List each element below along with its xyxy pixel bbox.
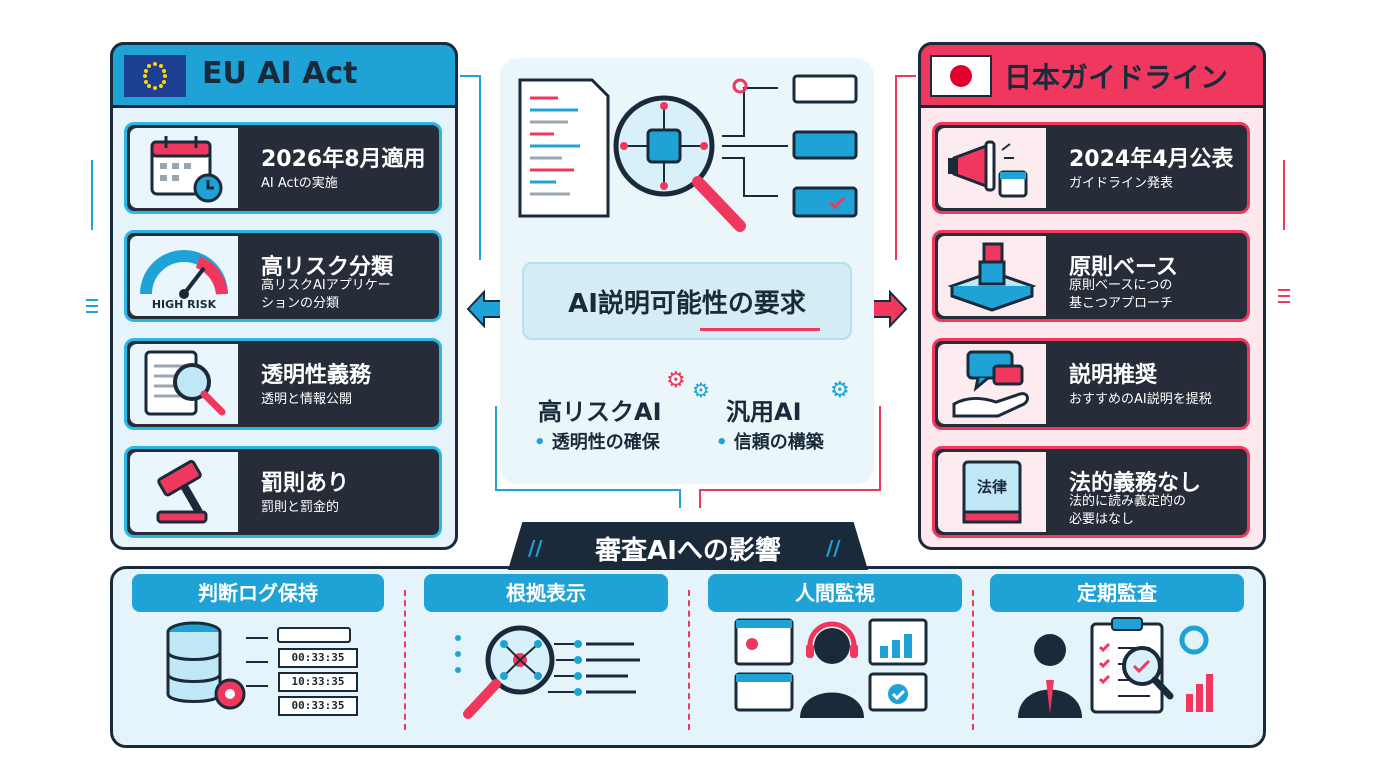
jp-card-published: 2024年4月公表 ガイドライン発表: [932, 122, 1250, 214]
impact-header: [508, 522, 868, 570]
impact-title: 審査AIへの影響: [595, 536, 781, 566]
bullet-trust: • 信頼の構築: [716, 428, 824, 454]
chevron-left-icon: //: [528, 536, 543, 560]
divider: [972, 590, 974, 730]
category-high-risk-ai: 高リスクAI: [538, 398, 662, 426]
jp-card-title: 説明推奨: [1069, 363, 1158, 388]
ai-explainability-illustration: [508, 66, 868, 250]
eu-card-subtitle: AI Actの実施: [261, 176, 338, 191]
jp-title: 日本ガイドライン: [1004, 61, 1229, 94]
log-timestamp: 00:33:35: [278, 648, 358, 668]
chevron-right-icon: //: [826, 536, 841, 560]
bullet-transparency: • 透明性の確保: [534, 428, 660, 454]
log-timestamp: 00:33:35: [278, 696, 358, 716]
jp-card-subtitle-line: 必要はなし: [1069, 512, 1135, 527]
document-magnifier-icon: [130, 344, 238, 424]
log-timestamp: 10:33:35: [278, 672, 358, 692]
eu-card-application-date: 2026年8月適用 AI Actの実施: [124, 122, 442, 214]
impact-label-log: 判断ログ保持: [132, 574, 384, 612]
book-label: 法律: [976, 478, 1007, 496]
divider: [688, 590, 690, 730]
jp-card-title: 法的義務なし: [1069, 471, 1202, 496]
requirement-underline: [700, 328, 820, 331]
risk-gauge-icon: HIGH RISK: [130, 236, 238, 316]
calendar-clock-icon: [130, 128, 238, 208]
requirement-title: AI説明可能性の要求: [568, 289, 806, 319]
jp-card-no-legal-duty: 法律 法的義務なし 法的に読み義定的の 必要はなし: [932, 446, 1250, 538]
impact-label-audit: 定期監査: [990, 574, 1244, 612]
eu-card-title: 高リスク分類: [261, 255, 394, 280]
bullet-dot-icon: •: [534, 432, 552, 453]
hand-chat-icon: [938, 344, 1046, 424]
eu-card-penalties: 罰則あり 罰則と罰金的: [124, 446, 442, 538]
bullet-text: 透明性の確保: [551, 432, 660, 453]
bullet-text: 信頼の構築: [733, 432, 824, 453]
bullet-dot-icon: •: [716, 432, 734, 453]
requirement-box: [522, 262, 852, 340]
gauge-label: HIGH RISK: [151, 298, 217, 311]
eu-title: EU AI Act: [202, 56, 358, 91]
divider: [404, 590, 406, 730]
jp-card-title: 原則ベース: [1069, 255, 1178, 280]
eu-card-transparency: 透明性義務 透明と情報公開: [124, 338, 442, 430]
jp-card-recommend: 説明推奨 おすすめのAI説明を提税: [932, 338, 1250, 430]
eu-card-title: 2026年8月適用: [261, 147, 426, 172]
eu-card-high-risk: HIGH RISK 高リスク分類 高リスクAIアプリケー ションの分類: [124, 230, 442, 322]
jp-card-title: 2024年4月公表: [1069, 147, 1234, 172]
eu-card-title: 罰則あり: [261, 471, 350, 496]
impact-label-evidence: 根拠表示: [424, 574, 668, 612]
eu-card-subtitle: 高リスクAIアプリケー ションの分類: [261, 277, 391, 313]
jp-card-subtitle-line: 原則ベースにつの: [1069, 278, 1173, 293]
jp-card-subtitle-line: 法的に読み義定的の: [1069, 494, 1187, 509]
megaphone-icon: [938, 128, 1046, 208]
eu-card-subtitle-line: ションの分類: [261, 296, 340, 311]
eu-card-subtitle: 罰則と罰金的: [261, 500, 340, 515]
jp-card-subtitle: 原則ベースにつの 基こつアプローチ: [1069, 277, 1173, 313]
cube-platform-icon: [938, 236, 1046, 316]
jp-card-principle: 原則ベース 原則ベースにつの 基こつアプローチ: [932, 230, 1250, 322]
gear-icon: ⚙: [666, 368, 686, 393]
eu-card-subtitle: 透明と情報公開: [261, 392, 353, 407]
operator-headset-icon: [730, 614, 940, 728]
eu-card-subtitle-line: 高リスクAIアプリケー: [261, 278, 391, 293]
gavel-icon: [130, 452, 238, 532]
network-magnifier-icon: [444, 614, 664, 738]
auditor-checklist-icon: [1010, 614, 1230, 728]
eu-flag-icon: [124, 55, 186, 97]
database-log-icon: [150, 618, 370, 732]
gear-icon: ⚙: [692, 378, 710, 402]
impact-label-human-oversight: 人間監視: [708, 574, 962, 612]
jp-card-subtitle: おすすめのAI説明を提税: [1069, 392, 1212, 407]
law-book-icon: 法律: [938, 452, 1046, 532]
jp-card-subtitle: 法的に読み義定的の 必要はなし: [1069, 493, 1186, 529]
jp-card-subtitle: ガイドライン発表: [1069, 176, 1174, 191]
category-general-ai: 汎用AI: [726, 398, 802, 426]
japan-flag-icon: [930, 55, 992, 97]
jp-card-subtitle-line: 基こつアプローチ: [1069, 296, 1174, 311]
eu-card-title: 透明性義務: [261, 363, 372, 388]
gear-icon: ⚙: [830, 378, 850, 403]
